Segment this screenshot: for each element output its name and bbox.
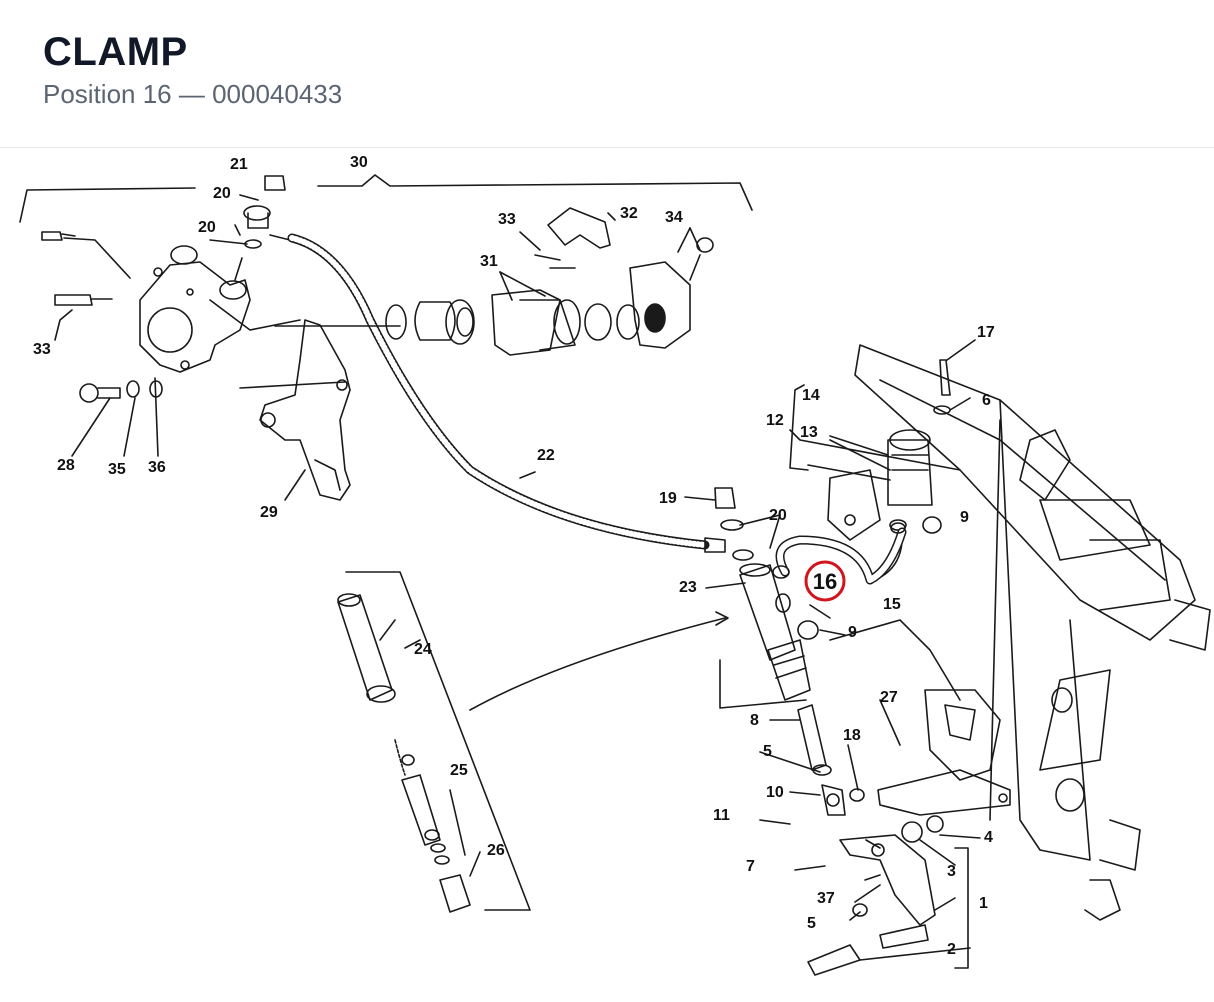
callout-label: 6 — [982, 392, 991, 409]
callout-label: 20 — [769, 507, 787, 524]
leader-lines — [19, 174, 981, 969]
callout-label: 22 — [537, 447, 555, 464]
callout-label: 17 — [977, 324, 995, 341]
page-header: CLAMP Position 16 — 000040433 — [0, 0, 1214, 148]
callout-label: 32 — [620, 205, 638, 222]
callout-label: 5 — [763, 743, 772, 760]
callout-label: 25 — [450, 762, 468, 779]
callout-label: 35 — [108, 461, 126, 478]
callout-16[interactable]: 16 — [813, 569, 837, 594]
master-cylinder — [714, 487, 819, 701]
callout-label: 5 — [807, 915, 816, 932]
callout-label: 2 — [947, 941, 956, 958]
brake-caliper — [139, 245, 251, 373]
caliper-bracket — [259, 319, 351, 501]
reservoir-hose — [775, 527, 907, 585]
callout-label: 8 — [750, 712, 759, 729]
callout-label: 24 — [414, 641, 432, 658]
callout-label: 10 — [766, 784, 784, 801]
callout-label: 7 — [746, 858, 755, 875]
callout-label: 12 — [766, 412, 784, 429]
callout-label: 18 — [843, 727, 861, 744]
callout-label: 23 — [679, 579, 697, 596]
callout-label: 3 — [947, 863, 956, 880]
callout-label: 11 — [713, 807, 730, 824]
motorcycle-frame — [789, 344, 1211, 921]
callout-label: 1 — [979, 895, 988, 912]
highlight-circle[interactable] — [804, 560, 846, 602]
callout-label: 34 — [665, 209, 683, 226]
callout-label: 9 — [960, 509, 969, 526]
callout-label: 30 — [350, 154, 368, 171]
fluid-reservoir — [869, 359, 951, 583]
callout-label: 27 — [880, 689, 898, 706]
page-subtitle: Position 16 — 000040433 — [43, 79, 343, 109]
callout-label: 19 — [659, 490, 677, 507]
callout-label: 21 — [230, 156, 248, 173]
caliper-internals — [385, 261, 691, 356]
brake-hose — [287, 233, 726, 553]
caliper-bolts — [41, 231, 163, 403]
callout-label: 37 — [817, 890, 835, 907]
detail-arrow — [469, 611, 729, 711]
page-title: CLAMP — [43, 30, 188, 74]
callout-label: 20 — [213, 185, 231, 202]
pushrod-linkage — [759, 704, 944, 976]
hose-clamp — [772, 522, 906, 579]
callout-label: 33 — [33, 341, 51, 358]
parts-diagram: 16 1 2 3 4 5 5 6 7 8 9 9 10 11 12 13 14 … — [19, 154, 1211, 976]
callout-label: 4 — [984, 829, 993, 846]
banjo-fitting-top — [243, 175, 291, 249]
callout-label: 33 — [498, 211, 516, 228]
callout-label: 9 — [848, 624, 857, 641]
callout-label: 20 — [198, 219, 216, 236]
callout-label: 29 — [260, 504, 278, 521]
callout-label: 13 — [800, 424, 818, 441]
callout-label: 36 — [148, 459, 166, 476]
pad-pin-and-clip — [534, 207, 714, 281]
master-cylinder-exploded — [337, 593, 471, 913]
callout-labels: 1 2 3 4 5 5 6 7 8 9 9 10 11 12 13 14 15 … — [33, 154, 995, 958]
callout-label: 14 — [802, 387, 820, 404]
callout-label: 31 — [480, 253, 498, 270]
callout-label: 26 — [487, 842, 505, 859]
callout-label: 28 — [57, 457, 75, 474]
callout-label: 15 — [883, 596, 901, 613]
